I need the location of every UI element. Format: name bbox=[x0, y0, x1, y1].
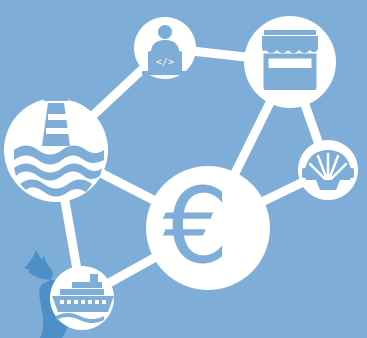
node-seafood bbox=[298, 140, 358, 200]
laptop-code-icon: </> bbox=[142, 25, 188, 75]
euro-symbol: € bbox=[163, 165, 229, 287]
node-lighthouse bbox=[4, 76, 108, 202]
node-market bbox=[244, 16, 336, 108]
scallop-shell-icon bbox=[302, 150, 354, 190]
lighthouse-icon bbox=[14, 76, 104, 197]
node-developer: </> bbox=[134, 17, 196, 79]
code-symbol: </> bbox=[156, 57, 174, 68]
node-shipping bbox=[50, 266, 114, 330]
cruise-ship-icon bbox=[52, 274, 114, 323]
node-economy: € bbox=[146, 165, 270, 290]
market-stall-icon bbox=[262, 30, 318, 90]
euro-icon: € bbox=[163, 165, 229, 287]
